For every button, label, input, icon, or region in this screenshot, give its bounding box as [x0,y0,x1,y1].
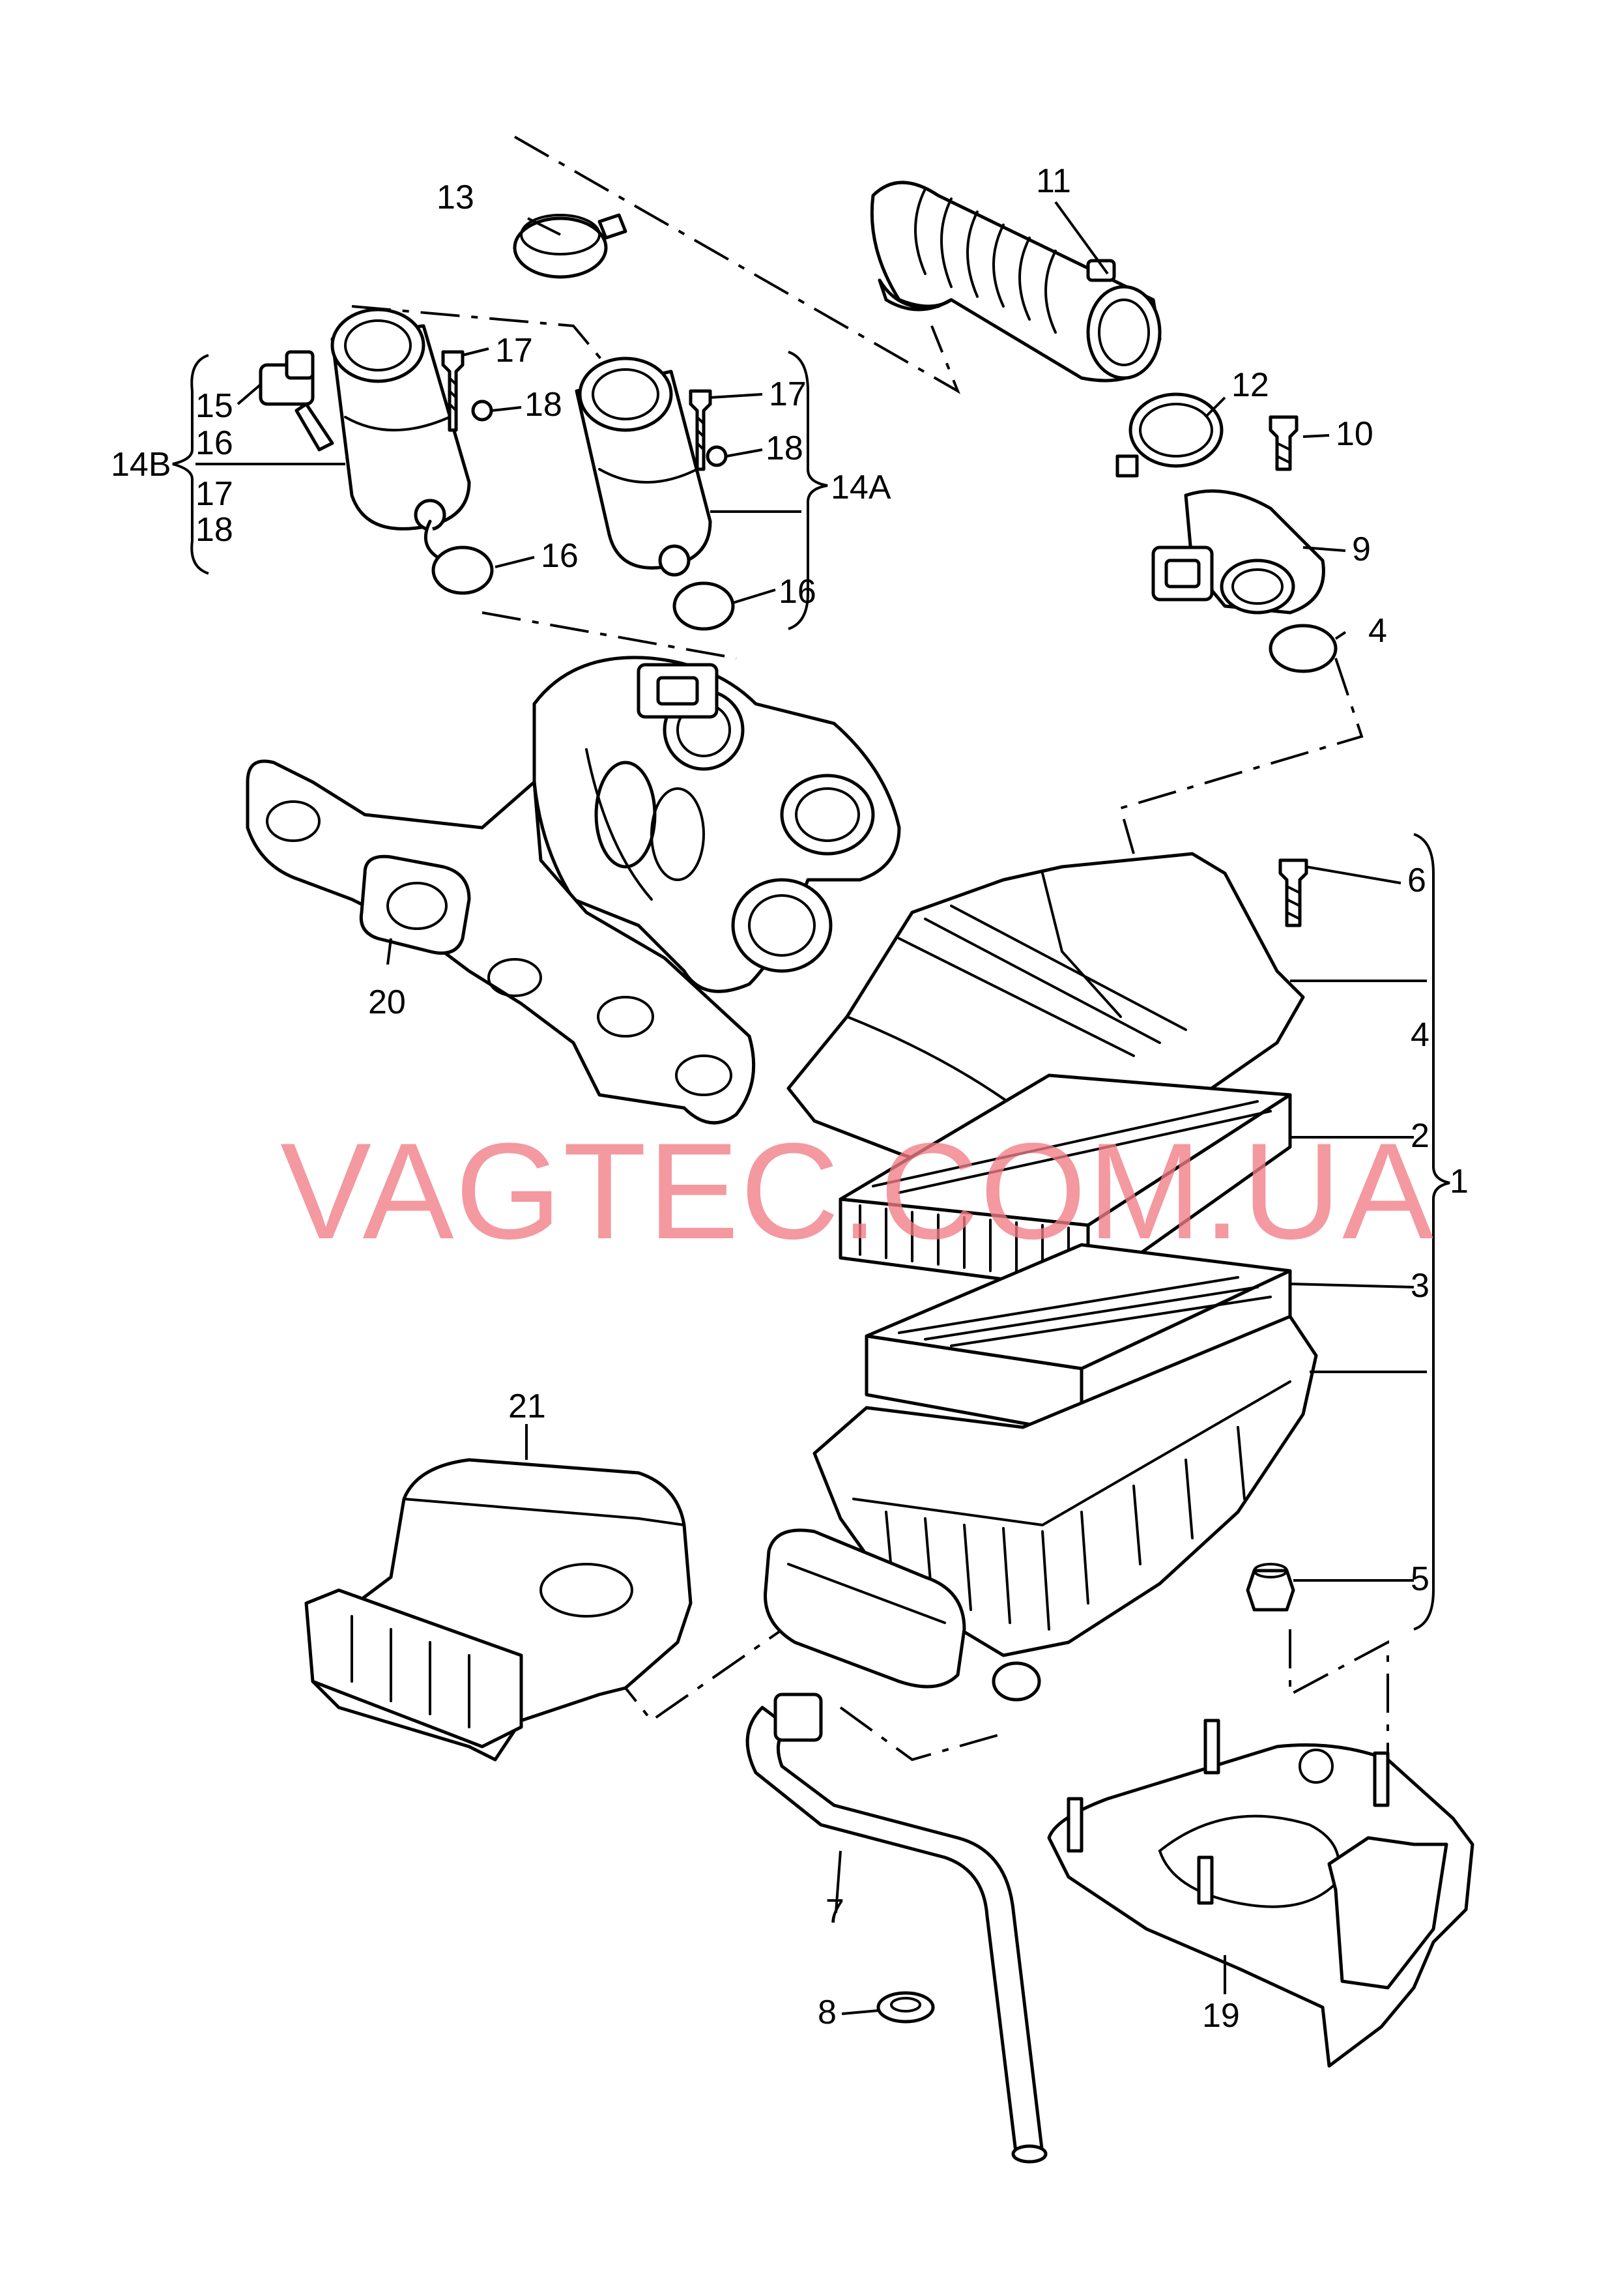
watermark: VAGTEC.COM.UA [280,1114,1435,1268]
callout-18-right: 18 [766,429,803,467]
hose-clamp-13 [513,213,627,279]
bolt-17-left [441,350,465,432]
bolt-17-right [689,389,712,471]
grommet-8 [876,1991,935,2024]
air-filter-lower-housing [764,1315,1318,1702]
callout-4-right: 4 [1411,1016,1429,1054]
hose-clamp-12 [1115,392,1224,478]
callout-21: 21 [508,1388,546,1425]
callout-2: 2 [1411,1117,1429,1155]
callout-15: 15 [195,387,233,425]
callout-7: 7 [826,1893,844,1930]
gasket-20 [359,854,471,955]
breather-hose-7 [745,1693,1048,2164]
air-mass-meter-9 [1151,489,1325,615]
callout-16-right: 16 [779,573,816,611]
callout-4-top: 4 [1368,612,1387,650]
callout-1: 1 [1450,1163,1469,1200]
callout-9: 9 [1352,530,1371,568]
screw-6 [1278,858,1308,927]
intake-hose-11 [870,181,1162,383]
callout-labels: 1 2 3 4 4 5 6 7 8 9 10 11 12 13 14A 14B … [111,162,1469,2035]
callout-5: 5 [1411,1560,1429,1598]
callout-18-left: 18 [524,386,562,424]
callout-19: 19 [1202,1997,1240,2035]
callout-18-bracket: 18 [195,511,233,549]
callout-13: 13 [437,179,474,216]
callout-14b: 14B [111,446,171,484]
o-ring-18-left [471,400,493,422]
callout-10: 10 [1336,415,1373,453]
callout-17-right: 17 [769,375,807,413]
seal-ring-16-right [672,581,735,631]
bracket-19 [1047,1719,1474,2068]
callout-16-bracket: 16 [195,424,233,462]
screw-10 [1269,415,1299,471]
group-brackets [172,351,1450,1631]
air-intake-duct-21 [304,1458,693,1762]
turbocharger [532,656,901,993]
callout-14a: 14A [831,469,891,506]
callout-11: 11 [1036,162,1071,200]
exhaust-manifold [246,759,756,1125]
pipe-14a [575,356,712,577]
grommet-5 [1246,1563,1295,1612]
callout-17-bracket: 17 [195,475,233,513]
leader-lines [195,201,1427,2015]
callout-3: 3 [1411,1267,1429,1305]
callout-8: 8 [818,1994,837,2031]
assembly-dash-lines [351,136,1389,1762]
pipe-14b [259,308,471,562]
callout-17-left: 17 [495,332,533,370]
callout-20: 20 [368,983,406,1021]
callout-6: 6 [1407,862,1426,899]
o-ring-18-right [706,445,728,467]
callout-16-left: 16 [541,537,579,575]
seal-ring-4-top [1269,624,1338,673]
seal-ring-16-left [431,545,494,595]
callout-12: 12 [1231,366,1269,404]
